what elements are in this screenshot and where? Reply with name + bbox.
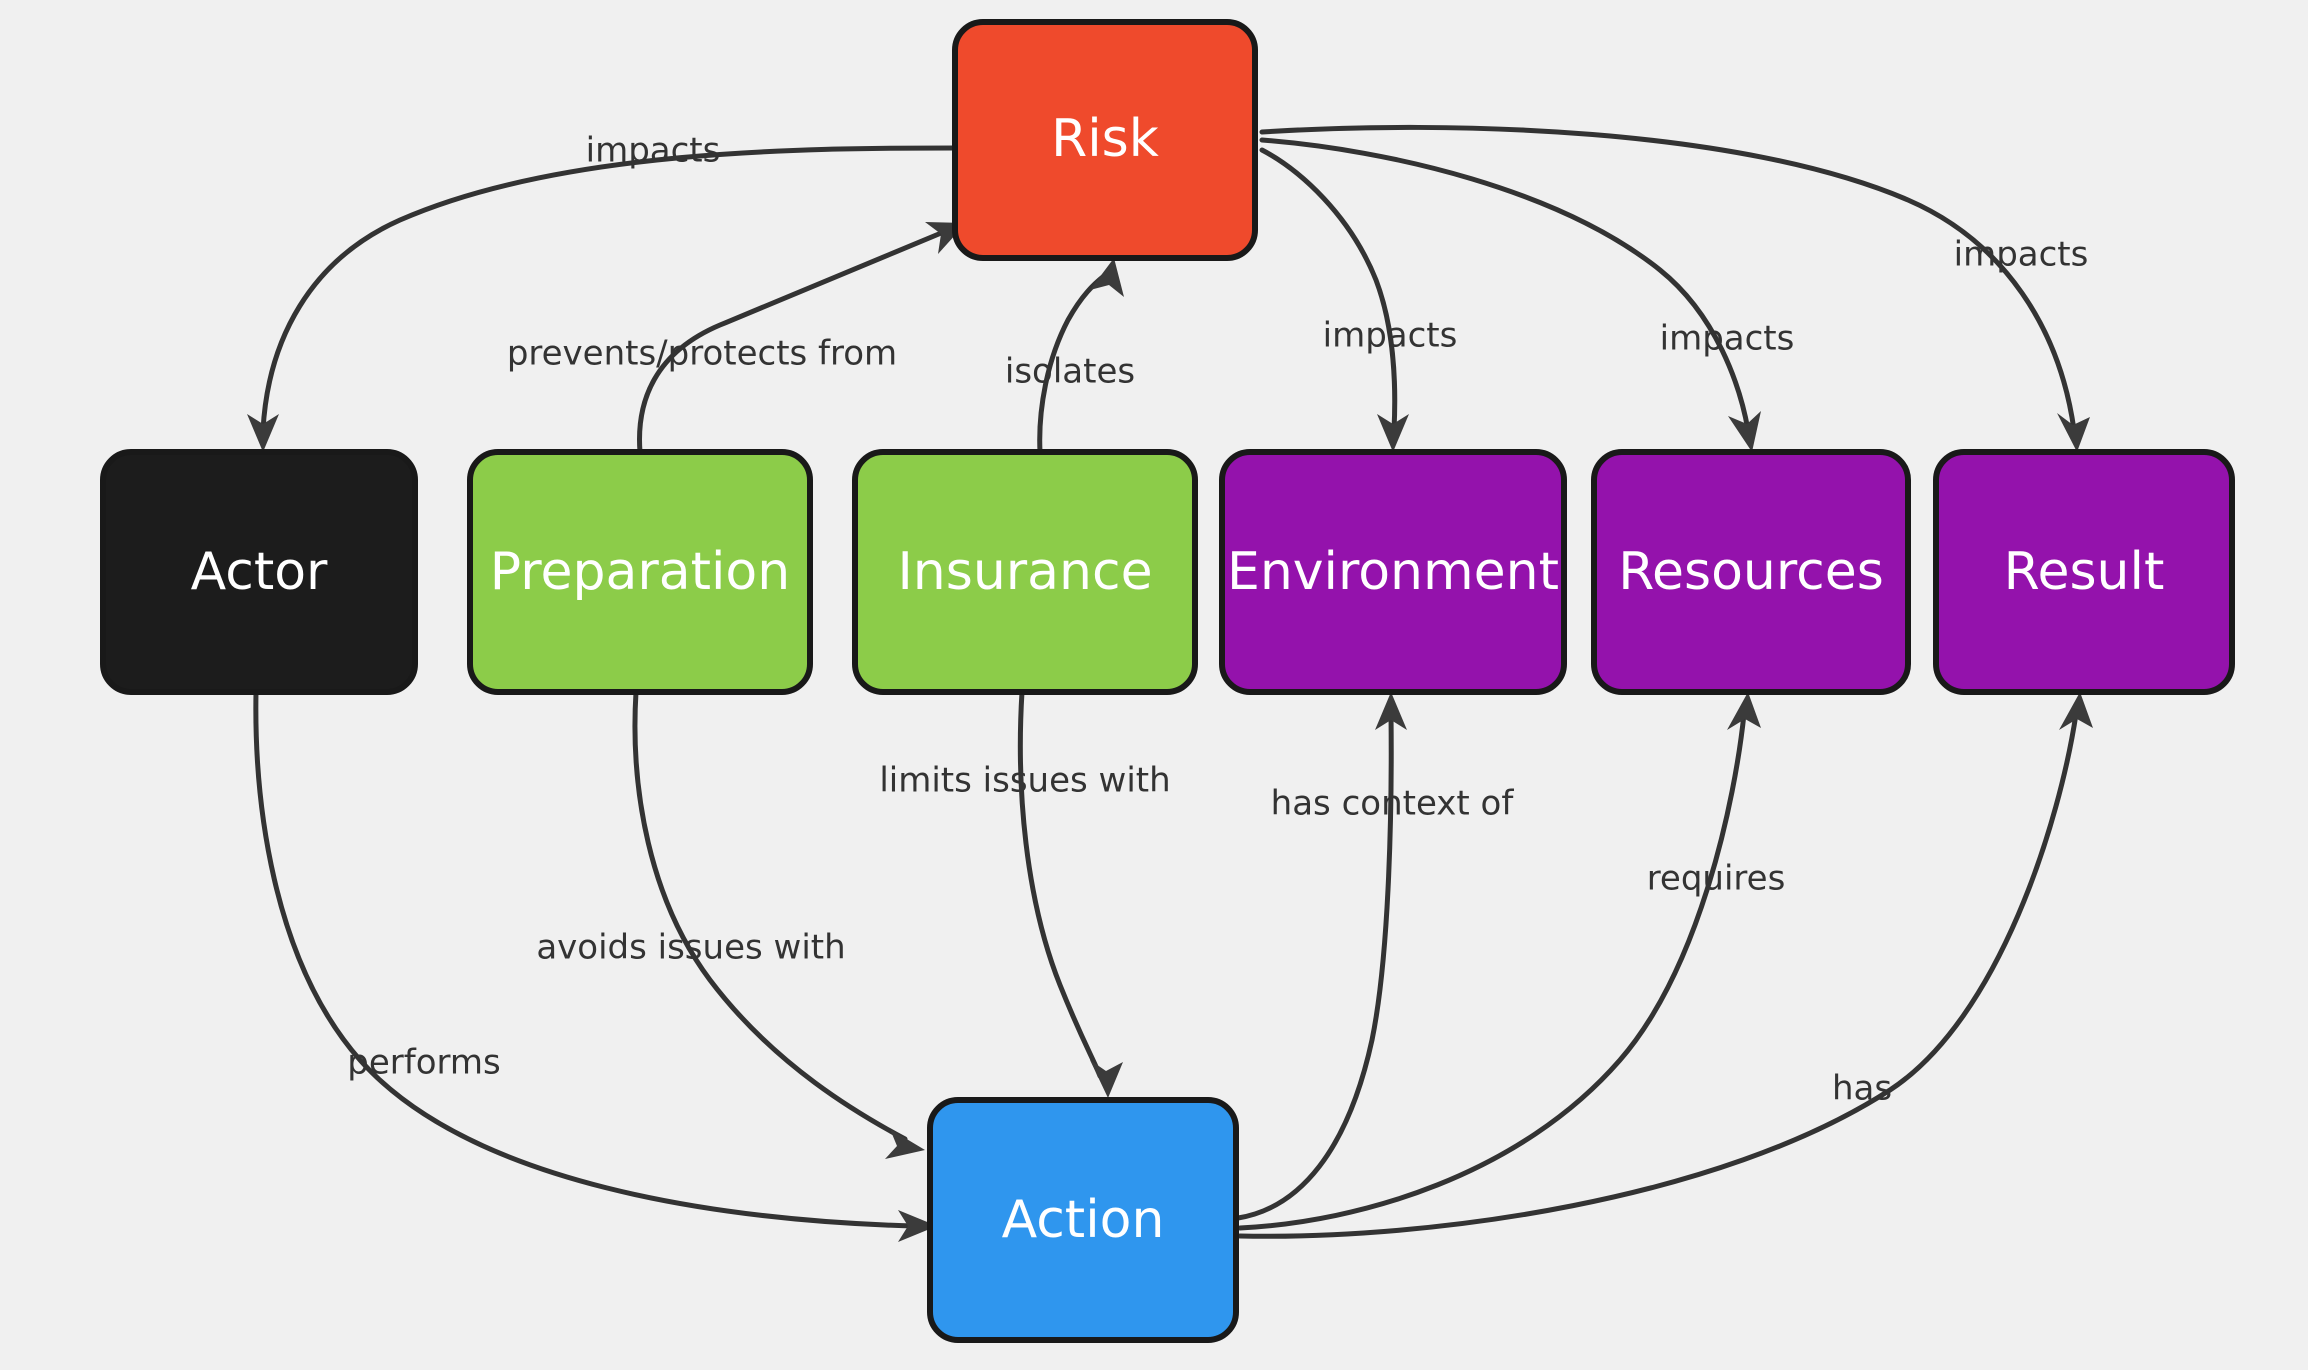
node-resources[interactable]: Resources: [1591, 449, 1911, 695]
node-risk-shape[interactable]: [952, 19, 1258, 261]
node-insurance-shape[interactable]: [852, 449, 1198, 695]
edge-action-environment[interactable]: [1235, 711, 1394, 1221]
node-environment[interactable]: Environment: [1219, 449, 1567, 695]
arrow-action-resources: [1727, 692, 1761, 730]
edge-labels-layer: impacts prevents/protects from isolates …: [347, 131, 2088, 1109]
edges-layer: [247, 124, 2093, 1242]
node-risk[interactable]: Risk: [952, 19, 1258, 261]
edge-label-action-result: has: [1832, 1069, 1892, 1109]
edge-label-preparation-action: avoids issues with: [536, 928, 845, 968]
node-actor-label: Actor: [191, 542, 328, 602]
arrow-preparation-action: [885, 1129, 925, 1159]
edge-label-risk-result: impacts: [1954, 235, 2089, 275]
edge-label-action-resources: requires: [1647, 859, 1786, 899]
arrow-insurance-risk: [1090, 258, 1124, 297]
node-actor[interactable]: Actor: [100, 449, 418, 695]
arrow-action-environment: [1375, 692, 1407, 730]
node-environment-label: Environment: [1227, 542, 1559, 602]
edge-label-risk-actor: impacts: [586, 131, 721, 171]
edge-label-risk-resources: impacts: [1660, 319, 1795, 359]
edge-label-insurance-action: limits issues with: [879, 761, 1170, 801]
edge-action-resources[interactable]: [1237, 711, 1747, 1231]
node-risk-label: Risk: [1051, 109, 1159, 169]
edge-risk-resources[interactable]: [1259, 137, 1751, 433]
node-action-label: Action: [1002, 1190, 1165, 1250]
node-action[interactable]: Action: [927, 1097, 1239, 1343]
edge-label-insurance-risk: isolates: [1005, 352, 1135, 392]
edge-preparation-action[interactable]: [632, 689, 908, 1142]
edge-label-preparation-risk: prevents/protects from: [507, 334, 897, 374]
edge-action-result[interactable]: [1237, 711, 2079, 1239]
node-resources-shape[interactable]: [1591, 449, 1911, 695]
edge-insurance-action[interactable]: [1017, 689, 1103, 1079]
node-insurance-label: Insurance: [897, 542, 1152, 602]
node-result[interactable]: Result: [1933, 449, 2235, 695]
arrow-insurance-action: [1090, 1060, 1123, 1098]
arrow-actor-action: [898, 1210, 937, 1242]
nodes-layer: Risk Actor Preparation Insurance Environ…: [100, 19, 2235, 1343]
edge-label-actor-action: performs: [347, 1043, 500, 1083]
node-actor-shape[interactable]: [100, 449, 418, 695]
node-resources-label: Resources: [1618, 542, 1884, 602]
node-insurance[interactable]: Insurance: [852, 449, 1198, 695]
arrow-action-result: [2059, 692, 2093, 730]
arrow-risk-resources: [1728, 411, 1761, 452]
edge-label-action-environment: has context of: [1271, 784, 1515, 824]
edge-risk-actor[interactable]: [260, 145, 958, 433]
edge-preparation-risk[interactable]: [637, 228, 949, 455]
node-environment-shape[interactable]: [1219, 449, 1567, 695]
node-result-shape[interactable]: [1933, 449, 2235, 695]
node-preparation-shape[interactable]: [467, 449, 813, 695]
arrow-risk-actor: [247, 414, 279, 452]
edge-risk-environment[interactable]: [1259, 147, 1398, 433]
edge-risk-result[interactable]: [1259, 124, 2077, 433]
arrow-risk-environment: [1377, 414, 1409, 452]
node-result-label: Result: [2004, 542, 2165, 602]
edge-insurance-risk[interactable]: [1037, 273, 1107, 455]
node-action-shape[interactable]: [927, 1097, 1239, 1343]
edge-label-risk-environment: impacts: [1323, 316, 1458, 356]
node-preparation-label: Preparation: [490, 542, 790, 602]
arrow-risk-result: [2057, 413, 2090, 452]
edge-actor-action[interactable]: [253, 689, 918, 1229]
node-preparation[interactable]: Preparation: [467, 449, 813, 695]
